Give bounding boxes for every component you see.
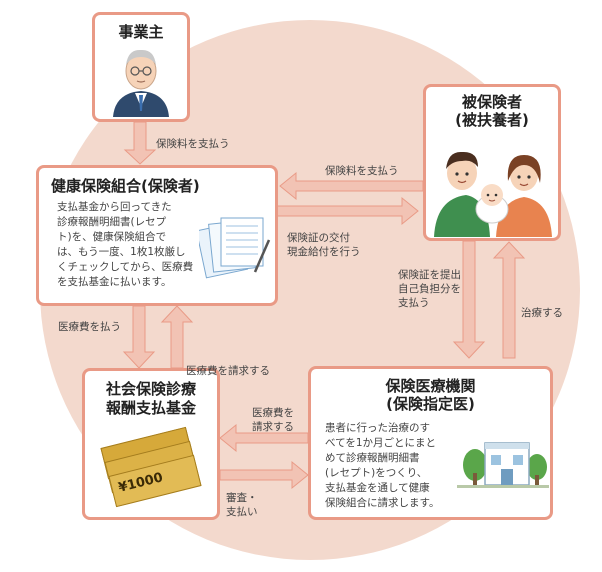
businessman-illustration — [113, 49, 169, 117]
hospital-desc-line: べてを1か月ごとにまと — [325, 437, 437, 449]
insured-title-line1: 被保険者 — [461, 93, 522, 111]
union-desc-line: ト)を、健康保険組合で — [57, 231, 167, 243]
label-pay-medical: 医療費を払う — [58, 321, 121, 333]
banknotes-illustration: ¥1000 — [99, 426, 209, 508]
hospital-description: 患者に行った治療のす べてを1か月ごとにまと めて診療報酬明細書 (レセプト)を… — [325, 421, 439, 511]
label-request-hosp-line2: 請求する — [252, 421, 294, 433]
label-request-hosp-line1: 医療費を — [252, 407, 294, 419]
arrow-union-to-insured — [276, 196, 419, 226]
hospital-box: 保険医療機関 (保険指定医) 患者に行った治療のす べてを1か月ごとにまと めて… — [308, 366, 553, 520]
insured-title-line2: (被扶養者) — [455, 111, 529, 129]
hospital-desc-line: めて診療報酬明細書 — [325, 452, 420, 464]
employer-box: 事業主 — [92, 12, 190, 122]
label-premium-employer: 保険料を支払う — [156, 138, 230, 150]
label-premium-insured: 保険料を支払う — [325, 165, 399, 177]
arrow-hospital-to-fund — [219, 423, 309, 453]
label-card-issue: 保険証の交付 現金給付を行う — [287, 231, 361, 259]
label-review-line1: 審査・ — [226, 492, 258, 504]
label-card-line2: 現金給付を行う — [287, 246, 361, 258]
hospital-building-illustration — [457, 442, 549, 488]
hospital-desc-line: 患者に行った治療のす — [325, 422, 430, 434]
union-box: 健康保険組合(保険者) 支払基金から回ってきた 診療報酬明細書(レセプ ト)を、… — [36, 165, 278, 306]
label-review-line2: 支払い — [226, 506, 258, 518]
arrow-insured-to-union — [279, 171, 424, 201]
label-present-line3: 支払う — [398, 297, 430, 309]
hospital-desc-line: 保険組合に請求します。 — [325, 497, 440, 509]
family-illustration — [434, 151, 552, 237]
label-review-pay: 審査・ 支払い — [226, 491, 258, 519]
arrow-hospital-to-insured — [492, 241, 526, 359]
union-desc-line: 支払基金から回ってきた — [57, 201, 172, 213]
hospital-title-line1: 保険医療機関 — [385, 377, 476, 395]
hospital-title-line2: (保険指定医) — [386, 395, 475, 413]
label-treat: 治療する — [521, 307, 563, 319]
insured-box: 被保険者 (被扶養者) — [423, 84, 561, 241]
hospital-desc-line: (レセプト)をつくり、 — [325, 467, 428, 479]
union-desc-line: くチェックしてから、医療費 — [57, 261, 194, 273]
fund-title-line1: 社会保険診療 — [105, 380, 196, 398]
hospital-desc-line: 支払基金を通して健康 — [325, 482, 430, 494]
banknote-value: ¥1000 — [116, 470, 165, 496]
arrow-fund-to-union — [160, 305, 194, 369]
label-present-line2: 自己負担分を — [398, 283, 461, 295]
union-desc-line: を支払基金に払います。 — [57, 276, 172, 288]
label-request-medical-fund: 医療費を請求する — [186, 365, 270, 377]
arrow-fund-to-hospital — [219, 460, 309, 490]
union-desc-line: は、もう一度、1枚1枚厳し — [57, 246, 186, 258]
arrow-union-to-fund — [122, 305, 156, 369]
union-desc-line: 診療報酬明細書(レセプ — [57, 216, 167, 228]
documents-illustration — [199, 217, 271, 279]
fund-title-line2: 報酬支払基金 — [105, 399, 196, 417]
union-title: 健康保険組合(保険者) — [51, 177, 200, 195]
label-present-card: 保険証を提出 自己負担分を 支払う — [398, 268, 461, 310]
arrow-employer-to-union — [123, 121, 157, 165]
union-description: 支払基金から回ってきた 診療報酬明細書(レセプ ト)を、健康保険組合で は、もう… — [57, 200, 193, 290]
label-request-medical-hosp: 医療費を 請求する — [252, 406, 294, 434]
employer-title: 事業主 — [118, 23, 164, 41]
fund-box: 社会保険診療 報酬支払基金 ¥1000 — [82, 368, 220, 520]
label-present-line1: 保険証を提出 — [398, 269, 461, 281]
label-card-line1: 保険証の交付 — [287, 232, 350, 244]
arrow-insured-to-hospital — [452, 240, 486, 359]
